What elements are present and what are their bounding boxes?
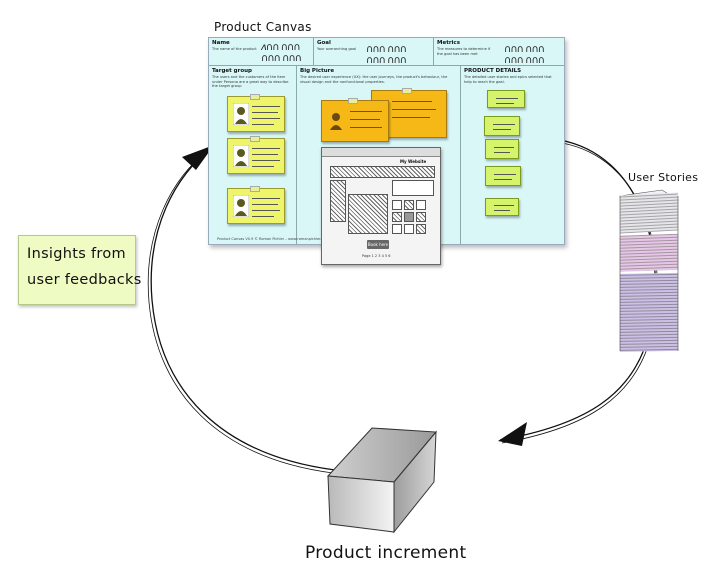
goal-desc: Your overarching goal bbox=[317, 47, 357, 51]
persona-note bbox=[227, 186, 285, 224]
product-details-desc: The detailed user stories and epics sele… bbox=[464, 75, 552, 84]
name-label: Name bbox=[212, 40, 230, 46]
mockup-thumb bbox=[404, 224, 414, 234]
persona-note bbox=[227, 136, 285, 174]
goal-label: Goal bbox=[317, 40, 331, 46]
person-icon bbox=[233, 103, 249, 125]
metrics-cell: Metrics The measures to determine if the… bbox=[434, 38, 564, 66]
target-group-cell: Target group The users and the customers… bbox=[209, 66, 297, 244]
mockup-thumb bbox=[392, 224, 402, 234]
user-stories-label: User Stories bbox=[628, 171, 699, 184]
mockup-thumb bbox=[404, 212, 414, 222]
target-group-label: Target group bbox=[212, 68, 252, 74]
box-side bbox=[393, 430, 437, 534]
metrics-label: Metrics bbox=[437, 40, 460, 46]
detail-note bbox=[485, 139, 519, 159]
scribble: ᴧ∩∩ ∩∩∩∩∩∩ ∩∩∩ bbox=[261, 42, 302, 64]
mockup-thumb bbox=[404, 200, 414, 210]
mockup-hero-image bbox=[348, 194, 388, 234]
mockup-title: My Website bbox=[400, 159, 427, 164]
insights-note: Insights from user feedbacks bbox=[18, 235, 141, 305]
insights-line-1: Insights from bbox=[27, 246, 126, 262]
mockup-thumb bbox=[416, 200, 426, 210]
name-desc: The name of the product bbox=[212, 47, 257, 51]
mockup-thumb bbox=[392, 200, 402, 210]
person-icon bbox=[233, 145, 249, 167]
canvas-title: Product Canvas bbox=[214, 20, 312, 34]
product-increment-label: Product increment bbox=[305, 543, 467, 563]
product-details-cell: PRODUCT DETAILS The detailed user storie… bbox=[461, 66, 564, 244]
scribble: ∩∩∩ ∩∩∩∩∩∩ ∩∩∩ bbox=[366, 44, 407, 66]
big-picture-desc: The desired user experience (UX): the us… bbox=[300, 75, 448, 84]
product-canvas: Name The name of the product ᴧ∩∩ ∩∩∩∩∩∩ … bbox=[208, 37, 565, 245]
mockup-text-block bbox=[392, 180, 434, 196]
big-picture-label: Big Picture bbox=[300, 68, 335, 74]
arrowhead-left bbox=[182, 145, 214, 170]
mockup-banner bbox=[330, 166, 435, 178]
detail-note bbox=[485, 166, 521, 186]
product-increment-box bbox=[326, 427, 438, 534]
arrowhead-right bbox=[498, 422, 527, 446]
person-icon bbox=[233, 195, 249, 217]
target-group-desc: The users and the customers of the item … bbox=[212, 75, 289, 88]
mockup-sidebar-image bbox=[330, 180, 346, 222]
name-cell: Name The name of the product ᴧ∩∩ ∩∩∩∩∩∩ … bbox=[209, 38, 314, 66]
mockup-thumb bbox=[392, 212, 402, 222]
mockup-thumb bbox=[416, 212, 426, 222]
mockup-pagination: Page 1 2 3 4 5 6 bbox=[362, 254, 391, 258]
detail-note bbox=[485, 198, 519, 216]
big-picture-note bbox=[321, 98, 389, 142]
mockup-titlebar bbox=[322, 148, 440, 157]
person-icon bbox=[330, 113, 342, 130]
arc-left bbox=[150, 147, 336, 471]
goal-cell: Goal Your overarching goal ∩∩∩ ∩∩∩∩∩∩ ∩∩… bbox=[314, 38, 434, 66]
box-front bbox=[327, 475, 395, 533]
big-picture-cell: Big Picture The desired user experience … bbox=[297, 66, 461, 244]
detail-note bbox=[484, 116, 520, 136]
mockup-thumb bbox=[416, 224, 426, 234]
metrics-desc: The measures to determine if the goal ha… bbox=[437, 47, 491, 56]
scribble: ∩∩∩ ∩∩∩∩∩∩ ∩∩∩ bbox=[504, 44, 545, 66]
user-stories-stack bbox=[619, 189, 679, 352]
insights-line-2: user feedbacks bbox=[27, 272, 142, 288]
website-mockup: My Website Book here Page 1 2 3 4 5 6 bbox=[321, 147, 441, 265]
canvas-footer: Product Canvas V0.9 © Roman Pichler – ww… bbox=[217, 237, 329, 241]
product-details-label: PRODUCT DETAILS bbox=[464, 68, 522, 74]
mockup-book-button: Book here bbox=[367, 240, 389, 249]
persona-note bbox=[227, 94, 285, 132]
detail-note bbox=[487, 90, 525, 108]
